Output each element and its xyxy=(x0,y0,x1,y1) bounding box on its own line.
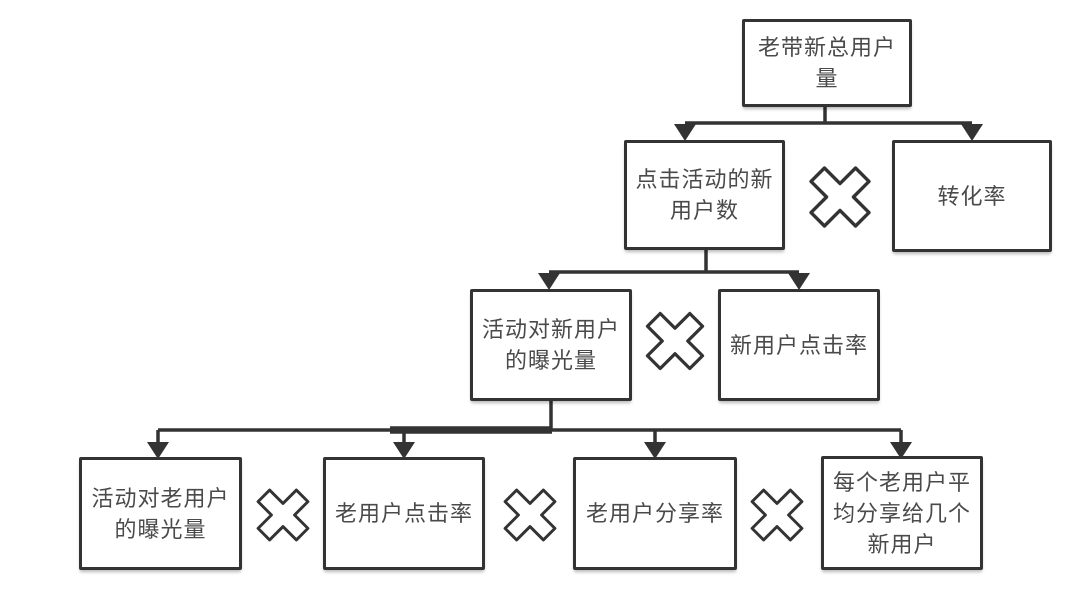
node-label: 转化率 xyxy=(937,183,1007,209)
arrow-down-icon xyxy=(393,442,415,459)
node-old-user-click-rate: 老用户点击率 xyxy=(323,457,485,570)
node-new-users-clicking-activity: 点击活动的新 用户数 xyxy=(624,140,785,250)
arrow-down-icon xyxy=(890,442,912,459)
multiply-icon xyxy=(809,166,871,228)
node-label: 老用户分享率 xyxy=(585,501,724,526)
node-label: 每个老用户平 均分享给几个 新用户 xyxy=(832,469,971,557)
multiply-icon xyxy=(750,488,804,542)
node-label: 新用户点击率 xyxy=(729,332,868,358)
connector-root-to-level2 xyxy=(674,106,983,141)
node-label: 活动对老用户 的曝光量 xyxy=(91,485,230,542)
node-old-to-new-total-users: 老带新总用户 量 xyxy=(742,19,912,107)
node-conversion-rate: 转化率 xyxy=(892,140,1052,252)
connector-line xyxy=(685,106,972,125)
node-activity-exposure-to-old-users: 活动对老用户 的曝光量 xyxy=(79,457,242,570)
node-label: 点击活动的新 用户数 xyxy=(635,167,774,223)
node-label: 老带新总用户 量 xyxy=(757,35,896,91)
node-label: 老用户点击率 xyxy=(334,501,473,526)
node-new-user-click-rate: 新用户点击率 xyxy=(718,289,880,401)
arrow-down-icon xyxy=(788,273,810,290)
arrow-down-icon xyxy=(961,124,983,141)
arrow-down-icon xyxy=(538,273,560,290)
node-label: 活动对新用户 的曝光量 xyxy=(481,317,620,373)
arrow-down-icon xyxy=(644,442,666,459)
node-activity-exposure-to-new-users: 活动对新用户 的曝光量 xyxy=(470,289,632,401)
connector-line xyxy=(156,399,903,444)
node-old-user-share-rate: 老用户分享率 xyxy=(573,457,737,570)
multiply-icon xyxy=(503,488,557,542)
arrow-down-icon xyxy=(147,442,169,459)
node-avg-new-users-shared-per-old-user: 每个老用户平 均分享给几个 新用户 xyxy=(821,456,983,570)
connector-line xyxy=(549,248,799,274)
arrow-down-icon xyxy=(674,124,696,141)
connector-level3-to-level4 xyxy=(147,399,912,459)
multiply-icon xyxy=(256,488,310,542)
multiply-icon xyxy=(645,311,705,371)
connector-level2-to-level3 xyxy=(538,248,810,290)
